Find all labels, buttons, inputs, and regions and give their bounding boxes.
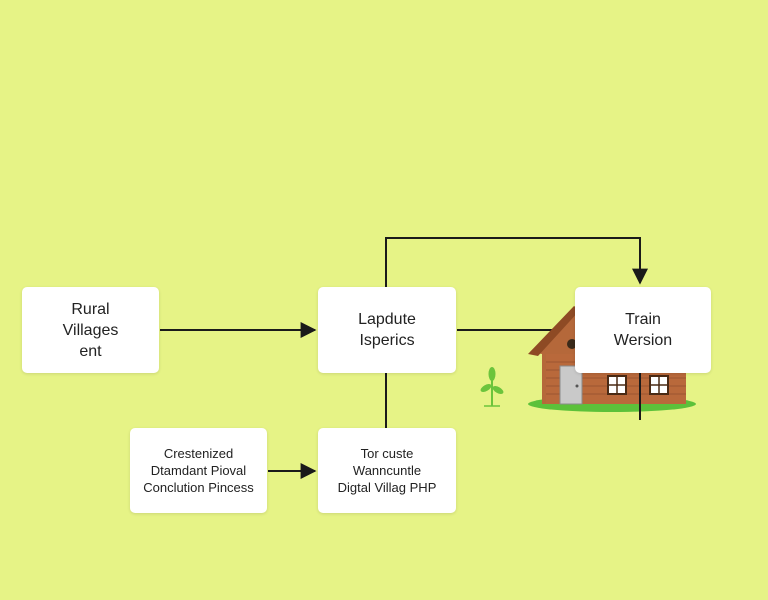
node-label-line: Lapdute <box>358 311 416 328</box>
node-label-line: Wersion <box>613 332 673 349</box>
node-tor-custe-label: Tor custe Wanncuntle Digtal Villag PHP <box>338 445 437 496</box>
node-label-line: Wanncuntle <box>352 463 422 478</box>
node-label-line: Train <box>625 311 661 328</box>
node-rural-villages[interactable]: Rural Villages ent <box>22 287 159 373</box>
node-label-line: Conclution Pincess <box>143 480 254 495</box>
node-label-line: Tor custe <box>360 446 414 461</box>
node-label-line: Rural <box>71 300 110 318</box>
node-tor-custe[interactable]: Tor custe Wanncuntle Digtal Villag PHP <box>318 428 456 513</box>
node-train-wersion[interactable]: Train Wersion <box>575 287 711 373</box>
node-label-line: Crestenized <box>163 446 234 461</box>
node-label-line: ent <box>79 342 102 360</box>
node-crestenized-label: Crestenized Dtamdant Pioval Conclution P… <box>143 445 254 496</box>
edge-lapdute-to-train-top <box>385 237 648 287</box>
node-train-wersion-label: Train Wersion <box>614 309 672 351</box>
node-label-line: Isperics <box>359 332 415 349</box>
node-crestenized[interactable]: Crestenized Dtamdant Pioval Conclution P… <box>130 428 267 513</box>
node-label-line: Digtal Villag PHP <box>337 480 437 495</box>
sprout-icon <box>480 367 504 407</box>
node-lapdute-isperics[interactable]: Lapdute Isperics <box>318 287 456 373</box>
node-rural-villages-label: Rural Villages ent <box>63 299 119 362</box>
node-label-line: Villages <box>62 321 119 339</box>
node-lapdute-isperics-label: Lapdute Isperics <box>358 309 416 351</box>
node-label-line: Dtamdant Pioval <box>150 463 247 478</box>
